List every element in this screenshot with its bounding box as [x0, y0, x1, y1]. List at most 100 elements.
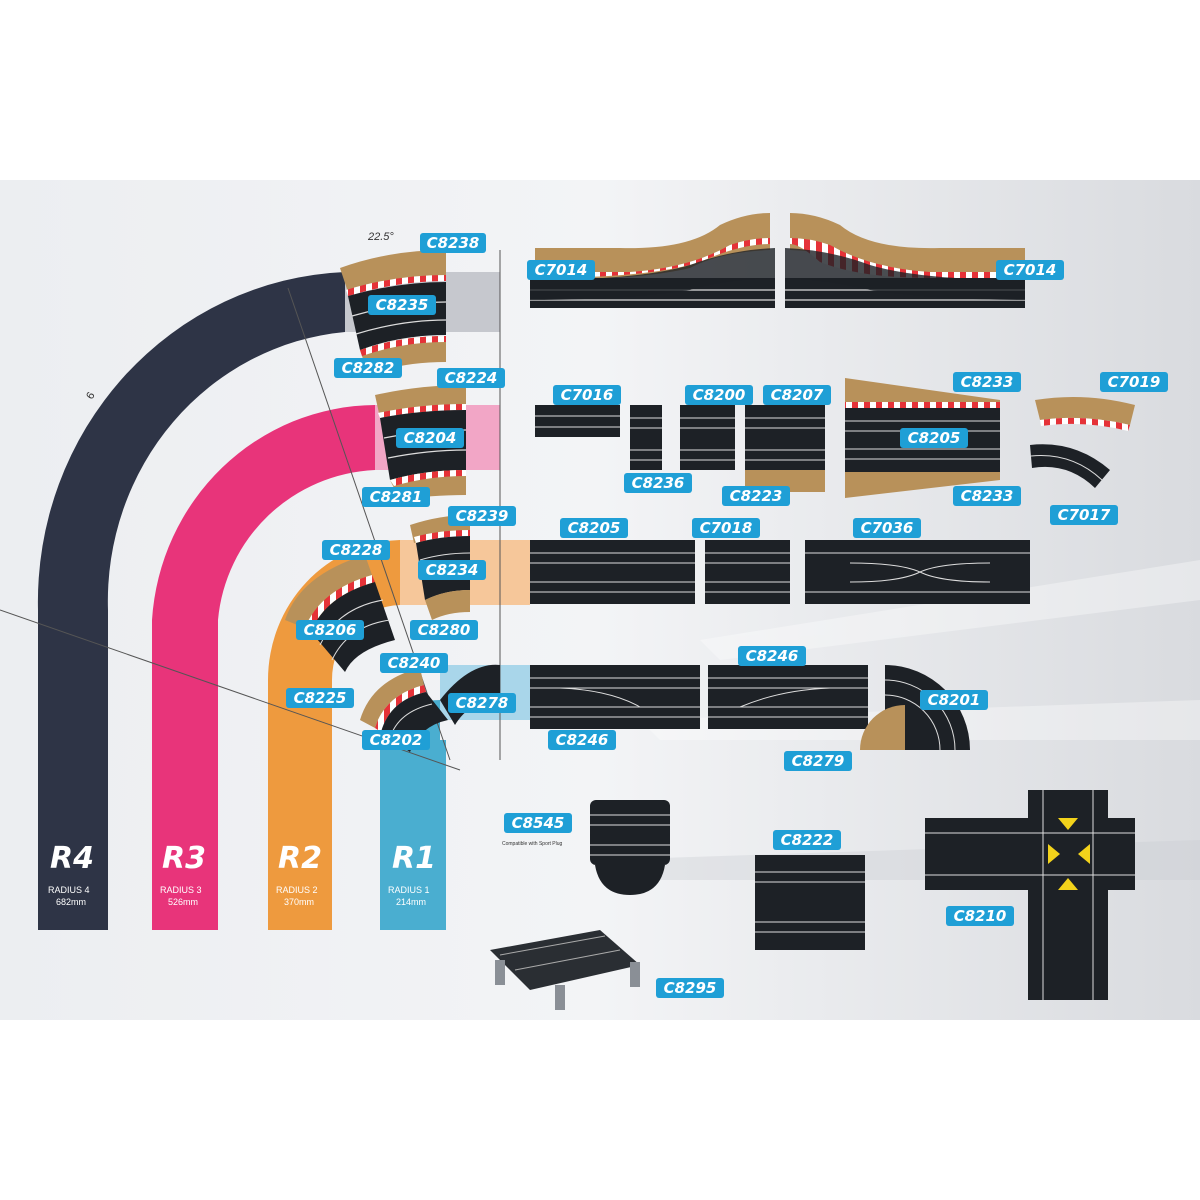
piece-c8224-border — [375, 385, 466, 418]
label-c8205-row2: C8205 — [900, 428, 968, 448]
svg-text:C7018: C7018 — [700, 519, 753, 537]
label-c7014-left: C7014 — [527, 260, 595, 280]
svg-text:C8246: C8246 — [556, 731, 609, 749]
piece-c8295-bridge — [490, 930, 640, 1010]
svg-text:C8225: C8225 — [294, 689, 347, 707]
svg-text:C8282: C8282 — [342, 359, 395, 377]
svg-text:C8233: C8233 — [961, 373, 1014, 391]
r1-size: 214mm — [396, 897, 426, 907]
svg-text:C8201: C8201 — [928, 691, 981, 709]
svg-text:C8205: C8205 — [908, 429, 961, 447]
piece-c7017-curve — [1030, 444, 1110, 488]
piece-c8238-border — [340, 250, 446, 296]
svg-text:C7036: C7036 — [861, 519, 914, 537]
r4-code: R4 — [50, 841, 94, 876]
svg-text:C8238: C8238 — [427, 234, 480, 252]
label-c8279: C8279 — [784, 751, 852, 771]
piece-c8545 — [590, 800, 670, 895]
division-annotation: 6 — [84, 390, 97, 401]
piece-c7019-border — [1035, 396, 1135, 431]
svg-text:C8222: C8222 — [781, 831, 834, 849]
svg-text:C8280: C8280 — [418, 621, 471, 639]
label-c8201: C8201 — [920, 690, 988, 710]
label-c7014-right: C7014 — [996, 260, 1064, 280]
label-c8235: C8235 — [368, 295, 436, 315]
svg-text:C7017: C7017 — [1058, 506, 1111, 524]
r2-code: R2 — [278, 841, 322, 876]
piece-c7036 — [805, 540, 1030, 604]
label-c8278: C8278 — [448, 693, 516, 713]
label-c8239: C8239 — [448, 506, 516, 526]
svg-text:C7014: C7014 — [535, 261, 588, 279]
r4-band — [37, 272, 346, 930]
svg-text:C7014: C7014 — [1004, 261, 1057, 279]
piece-c8246-left — [530, 665, 700, 729]
r3-title: RADIUS 3 — [160, 885, 202, 895]
svg-text:C8205: C8205 — [568, 519, 621, 537]
label-c8224: C8224 — [437, 368, 505, 388]
svg-text:C8207: C8207 — [771, 386, 824, 404]
label-c8545: C8545 — [504, 813, 572, 833]
piece-c8280-border — [425, 590, 470, 620]
label-c8246-top: C8246 — [738, 646, 806, 666]
svg-text:C8236: C8236 — [632, 474, 685, 492]
piece-c8233-and-c8205 — [845, 378, 1000, 498]
label-c8206: C8206 — [296, 620, 364, 640]
svg-text:C8234: C8234 — [426, 561, 479, 579]
label-c8233-bottom: C8233 — [953, 486, 1021, 506]
label-c8210: C8210 — [946, 906, 1014, 926]
piece-c8205-row3 — [530, 540, 695, 604]
svg-text:C8295: C8295 — [664, 979, 717, 997]
r3-size: 526mm — [168, 897, 198, 907]
svg-text:C8228: C8228 — [330, 541, 383, 559]
svg-text:C7016: C7016 — [561, 386, 614, 404]
label-c8234: C8234 — [418, 560, 486, 580]
svg-text:C8239: C8239 — [456, 507, 509, 525]
part-labels: C8238 C8235 C8282 C7014 C7014 C8224 C820… — [286, 233, 1168, 998]
r2-title: RADIUS 2 — [276, 885, 318, 895]
piece-c8222 — [755, 855, 865, 950]
svg-text:C8223: C8223 — [730, 487, 783, 505]
label-c8238: C8238 — [420, 233, 486, 253]
svg-text:C8246: C8246 — [746, 647, 799, 665]
piece-c7014-right — [785, 213, 1025, 308]
svg-text:C8204: C8204 — [404, 429, 457, 447]
label-c8205-row3: C8205 — [560, 518, 628, 538]
piece-c8246-right — [708, 665, 868, 729]
label-c8200: C8200 — [685, 385, 753, 405]
label-c8204: C8204 — [396, 428, 464, 448]
label-c8240: C8240 — [380, 653, 448, 673]
label-c8280: C8280 — [410, 620, 478, 640]
r2-size: 370mm — [284, 897, 314, 907]
piece-c8236 — [630, 405, 662, 470]
c8545-note: Compatible with Sport Plug — [502, 841, 563, 847]
svg-text:C8545: C8545 — [512, 814, 565, 832]
svg-text:C8206: C8206 — [304, 621, 357, 639]
r1-code: R1 — [392, 841, 436, 876]
angle-annotation: 22.5° — [367, 231, 394, 243]
svg-text:C8200: C8200 — [693, 386, 746, 404]
svg-text:C7019: C7019 — [1108, 373, 1161, 391]
piece-c7016 — [535, 405, 620, 437]
svg-text:C8235: C8235 — [376, 296, 429, 314]
label-c7036: C7036 — [853, 518, 921, 538]
r1-title: RADIUS 1 — [388, 885, 430, 895]
svg-text:C8240: C8240 — [388, 654, 441, 672]
piece-c8200 — [680, 405, 735, 470]
piece-c8210-crossroads — [925, 790, 1135, 1000]
piece-c8240-border — [360, 668, 426, 732]
radius-labels: R4 RADIUS 4 682mm R3 RADIUS 3 526mm R2 R… — [48, 841, 436, 907]
label-c8228: C8228 — [322, 540, 390, 560]
svg-text:C8224: C8224 — [445, 369, 498, 387]
svg-text:C8281: C8281 — [370, 488, 423, 506]
label-c8233-top: C8233 — [953, 372, 1021, 392]
label-c8225: C8225 — [286, 688, 354, 708]
label-c8295: C8295 — [656, 978, 724, 998]
svg-text:C8202: C8202 — [370, 731, 423, 749]
piece-c8207 — [745, 405, 825, 470]
label-c7018: C7018 — [692, 518, 760, 538]
label-c8281: C8281 — [362, 487, 430, 507]
piece-c7018 — [705, 540, 790, 604]
label-c7016: C7016 — [553, 385, 621, 405]
